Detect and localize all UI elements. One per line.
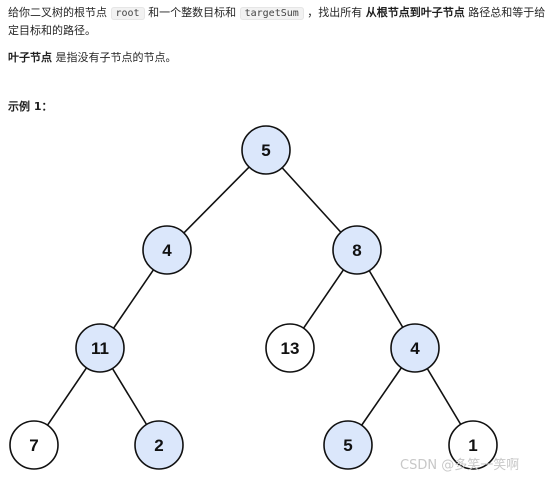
tree-node-circle bbox=[75, 323, 125, 373]
example-label: 示例 1： bbox=[8, 100, 53, 113]
description-text: 给你二叉树的根节点 bbox=[8, 6, 107, 19]
tree-edge bbox=[281, 167, 342, 233]
tree-node: 1 bbox=[448, 420, 498, 470]
tree-node-label: 1 bbox=[468, 436, 477, 455]
tree-node-circle bbox=[134, 420, 184, 470]
leaf-definition-text: 是指没有子节点的节点。 bbox=[55, 51, 177, 64]
tree-node-circle bbox=[332, 225, 382, 275]
bold-root-to-leaf: 从根节点到叶子节点 bbox=[365, 6, 465, 19]
tree-edge bbox=[46, 367, 88, 426]
tree-edge bbox=[183, 166, 250, 234]
tree-node-circle bbox=[241, 125, 291, 175]
tree-node-circle bbox=[265, 323, 315, 373]
watermark: CSDN @多笑一笑啊 bbox=[400, 458, 520, 473]
tree-node: 5 bbox=[323, 420, 373, 470]
tree-edge bbox=[360, 367, 403, 426]
tree-edge bbox=[302, 269, 345, 329]
tree-node: 4 bbox=[142, 225, 192, 275]
description-paragraph: 给你二叉树的根节点 root 和一个整数目标和 targetSum ，找出所有 … bbox=[8, 4, 548, 39]
tree-node-label: 11 bbox=[91, 339, 109, 358]
tree-node-circle bbox=[390, 323, 440, 373]
tree-node: 4 bbox=[390, 323, 440, 373]
tree-node-label: 2 bbox=[154, 436, 163, 455]
tree-edge bbox=[112, 269, 155, 329]
inline-code-root: root bbox=[110, 7, 145, 20]
tree-node-label: 7 bbox=[29, 436, 38, 455]
description-text: ，找出所有 bbox=[307, 6, 363, 19]
inline-code-targetsum: targetSum bbox=[239, 7, 304, 20]
tree-edge bbox=[426, 368, 462, 425]
description-text: 和一个整数目标和 bbox=[148, 6, 237, 19]
tree-node-circle bbox=[448, 420, 498, 470]
tree-node-label: 5 bbox=[343, 436, 352, 455]
tree-node-circle bbox=[323, 420, 373, 470]
tree-node: 2 bbox=[134, 420, 184, 470]
tree-node-label: 5 bbox=[261, 141, 270, 160]
tree-node-label: 8 bbox=[352, 241, 361, 260]
leaf-definition-paragraph: 叶子节点 是指没有子节点的节点。 bbox=[8, 49, 548, 66]
tree-node-label: 4 bbox=[410, 339, 420, 358]
problem-description: 给你二叉树的根节点 root 和一个整数目标和 targetSum ，找出所有 … bbox=[8, 4, 548, 66]
tree-node-circle bbox=[9, 420, 59, 470]
tree-edge bbox=[111, 368, 148, 425]
tree-node: 8 bbox=[332, 225, 382, 275]
tree-node: 7 bbox=[9, 420, 59, 470]
tree-node: 11 bbox=[75, 323, 125, 373]
tree-edge bbox=[368, 270, 404, 328]
tree-node: 5 bbox=[241, 125, 291, 175]
tree-node-label: 13 bbox=[281, 339, 300, 358]
tree-node-circle bbox=[142, 225, 192, 275]
tree-node-label: 4 bbox=[162, 241, 172, 260]
description-text: 路径总和等于给定目标和的路径。 bbox=[8, 6, 546, 37]
bold-leaf-node: 叶子节点 bbox=[8, 51, 52, 64]
tree-node: 13 bbox=[265, 323, 315, 373]
